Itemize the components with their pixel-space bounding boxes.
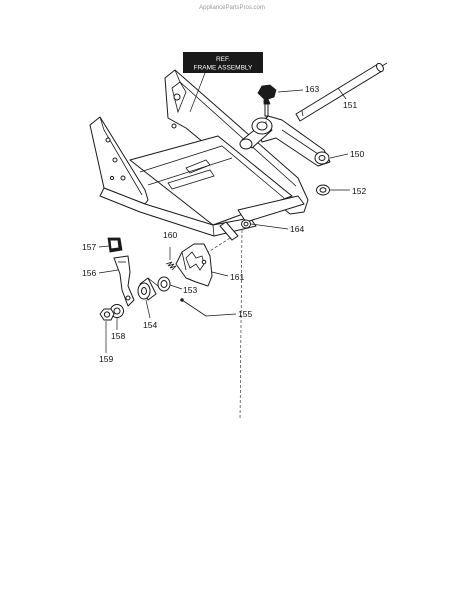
part-151-shaft [295, 62, 388, 122]
label-150: 150 [350, 149, 364, 159]
label-155: 155 [238, 309, 252, 319]
watermark-text: AppliancePartsPros.com [199, 5, 265, 11]
part-159-nut [99, 308, 115, 321]
label-164: 164 [290, 224, 304, 234]
label-152: 152 [352, 186, 366, 196]
label-156: 156 [82, 268, 96, 278]
ref-label-line1: REF. [216, 56, 230, 63]
label-154: 154 [143, 320, 157, 330]
label-157: 157 [82, 242, 96, 252]
part-152-nut [316, 184, 330, 196]
frame-assembly-ref-box: REF. FRAME ASSEMBLY [183, 52, 263, 113]
part-156-lever [113, 255, 135, 307]
part-155-pin [180, 298, 207, 317]
leader-lines [98, 87, 350, 353]
part-161-plate [175, 243, 213, 287]
label-153: 153 [183, 285, 197, 295]
part-160-spring [165, 261, 177, 271]
label-151: 151 [343, 100, 357, 110]
part-154-cylinder [137, 277, 159, 301]
label-159: 159 [99, 354, 113, 364]
part-150-arm [239, 115, 331, 167]
label-161: 161 [230, 272, 244, 282]
label-163: 163 [305, 84, 319, 94]
frame-assembly [89, 69, 309, 421]
part-163-knob [257, 84, 277, 124]
ref-label-line2: FRAME ASSEMBLY [194, 65, 253, 72]
part-157-clip [107, 237, 123, 253]
part-164-bushing [241, 219, 251, 229]
label-160: 160 [163, 230, 177, 240]
label-158: 158 [111, 331, 125, 341]
part-153-washer [157, 276, 171, 292]
